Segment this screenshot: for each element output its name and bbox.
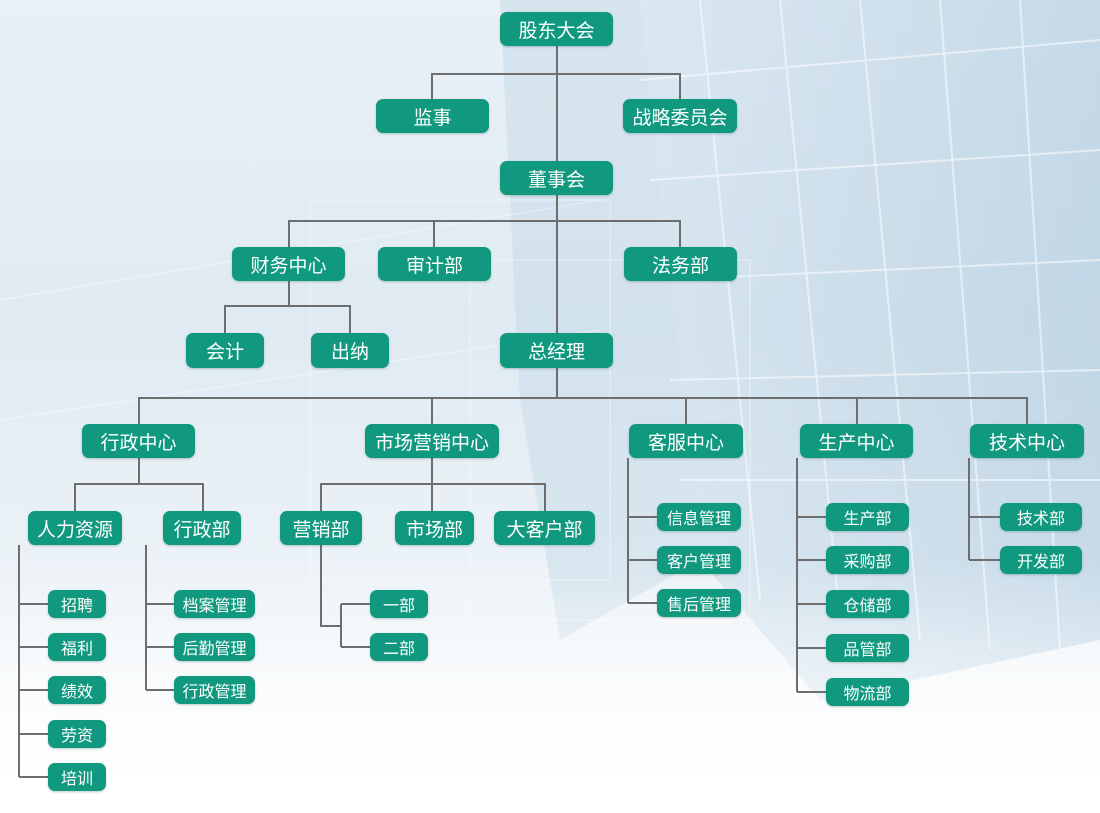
node-production-item: 品管部 — [826, 634, 909, 662]
node-production-item: 物流部 — [826, 678, 909, 706]
node-hr-item: 劳资 — [48, 720, 106, 748]
node-tech-item: 技术部 — [1000, 503, 1082, 531]
node-admin-item: 行政管理 — [174, 676, 255, 704]
node-supervisor: 监事 — [376, 99, 489, 133]
node-service-item: 客户管理 — [657, 546, 741, 574]
node-production-item: 采购部 — [826, 546, 909, 574]
node-sales-dept: 营销部 — [280, 511, 362, 545]
node-service-item: 信息管理 — [657, 503, 741, 531]
node-shareholders: 股东大会 — [500, 12, 613, 46]
node-cashier: 出纳 — [311, 333, 389, 368]
node-tech-item: 开发部 — [1000, 546, 1082, 574]
node-production-item: 仓储部 — [826, 590, 909, 618]
node-hr-item: 培训 — [48, 763, 106, 791]
node-audit: 审计部 — [378, 247, 491, 281]
node-sales-item: 一部 — [370, 590, 428, 618]
node-service-center: 客服中心 — [629, 424, 743, 458]
node-hr-item: 福利 — [48, 633, 106, 661]
node-admin-item: 后勤管理 — [174, 633, 255, 661]
node-accounting: 会计 — [186, 333, 264, 368]
node-service-item: 售后管理 — [657, 589, 741, 617]
node-production-center: 生产中心 — [800, 424, 913, 458]
node-admin-dept: 行政部 — [163, 511, 241, 545]
node-sales-item: 二部 — [370, 633, 428, 661]
node-strategy-committee: 战略委员会 — [623, 99, 737, 133]
node-key-accounts: 大客户部 — [494, 511, 595, 545]
node-finance-center: 财务中心 — [232, 247, 345, 281]
node-market-dept: 市场部 — [395, 511, 474, 545]
node-hr-item: 绩效 — [48, 676, 106, 704]
node-admin-item: 档案管理 — [174, 590, 255, 618]
node-hr: 人力资源 — [28, 511, 122, 545]
node-admin-center: 行政中心 — [82, 424, 195, 458]
node-marketing-center: 市场营销中心 — [365, 424, 499, 458]
node-board: 董事会 — [500, 161, 613, 195]
node-legal: 法务部 — [624, 247, 737, 281]
node-hr-item: 招聘 — [48, 590, 106, 618]
node-tech-center: 技术中心 — [970, 424, 1084, 458]
node-general-manager: 总经理 — [500, 333, 613, 368]
node-production-item: 生产部 — [826, 503, 909, 531]
